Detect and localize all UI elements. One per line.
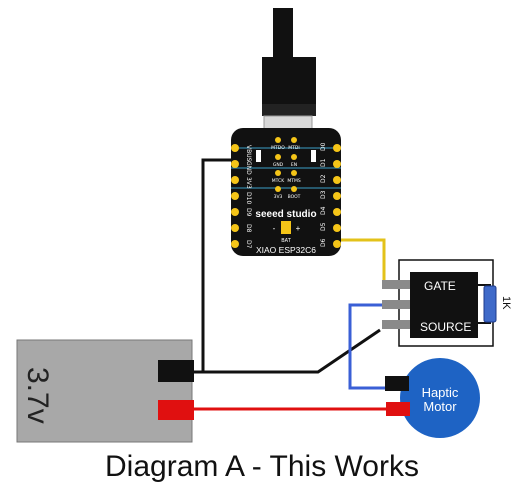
mosfet: GATE SOURCE	[382, 259, 494, 347]
haptic-motor: Haptic Motor	[385, 358, 480, 438]
wire-gate-yellow	[338, 238, 386, 285]
motor-label-line1: Haptic	[422, 385, 459, 400]
battery-pad	[281, 221, 291, 234]
pin-label-d0: D0	[320, 142, 327, 151]
pad-label-en: EN	[291, 162, 297, 168]
pad-label-mtck: MTCK	[272, 178, 286, 184]
pin-label-d4: D4	[320, 206, 327, 215]
motor-lead-red	[386, 402, 410, 416]
pin-label-d1: D1	[320, 158, 327, 167]
pad-label-gnd: GND	[273, 162, 284, 168]
battery-terminal-black	[158, 360, 194, 382]
pin-label-d6: D6	[320, 238, 327, 247]
bat-label: BAT	[281, 238, 291, 244]
pin-label-d7: D7	[245, 240, 252, 249]
board-label: XIAO ESP32C6	[256, 245, 316, 255]
source-label: SOURCE	[420, 320, 471, 334]
pin-label-d8: D8	[245, 224, 252, 233]
pin-label-gnd: GND	[245, 161, 252, 175]
wire-ground-return	[190, 328, 381, 374]
resistor-label: 1K	[500, 296, 512, 310]
motor-label-line2: Motor	[423, 399, 457, 414]
xiao-board: VBUS GND 3V3 D10 D9 D8 D7 D0 D1 D2 D3 D4…	[231, 128, 341, 256]
pin-label-d3: D3	[320, 190, 327, 199]
pad-label-mtdo: MTDO	[271, 145, 285, 151]
pad-label-boot: BOOT	[288, 194, 301, 200]
battery-label: 3.7v	[21, 367, 54, 424]
pad-label-3v3: 3V3	[274, 194, 283, 200]
diagram-caption: Diagram A - This Works	[105, 450, 419, 483]
bat-minus: -	[273, 224, 276, 233]
pin-label-vbus: VBUS	[245, 145, 252, 162]
left-pins	[231, 144, 239, 248]
pin-label-3v3: 3V3	[245, 177, 252, 189]
motor-lead-black	[385, 376, 409, 391]
right-pins	[333, 144, 341, 248]
battery-terminal-red	[158, 400, 194, 420]
pad-label-mtdi: MTDI	[288, 145, 299, 151]
wire-drain-blue	[348, 303, 398, 390]
board-brand: seeed studio	[255, 209, 316, 220]
gate-label: GATE	[424, 279, 456, 293]
pin-label-d10: D10	[245, 192, 252, 204]
resistor: 1K	[478, 284, 512, 324]
wires	[190, 158, 398, 411]
pin-label-d5: D5	[320, 222, 327, 231]
pin-label-d9: D9	[245, 208, 252, 217]
center-pads	[256, 137, 316, 192]
pin-label-d2: D2	[320, 174, 327, 183]
pad-label-mtms: MTMS	[287, 178, 301, 184]
usb-cable	[262, 8, 316, 131]
battery: 3.7v	[16, 339, 194, 443]
bat-plus: +	[296, 224, 301, 233]
